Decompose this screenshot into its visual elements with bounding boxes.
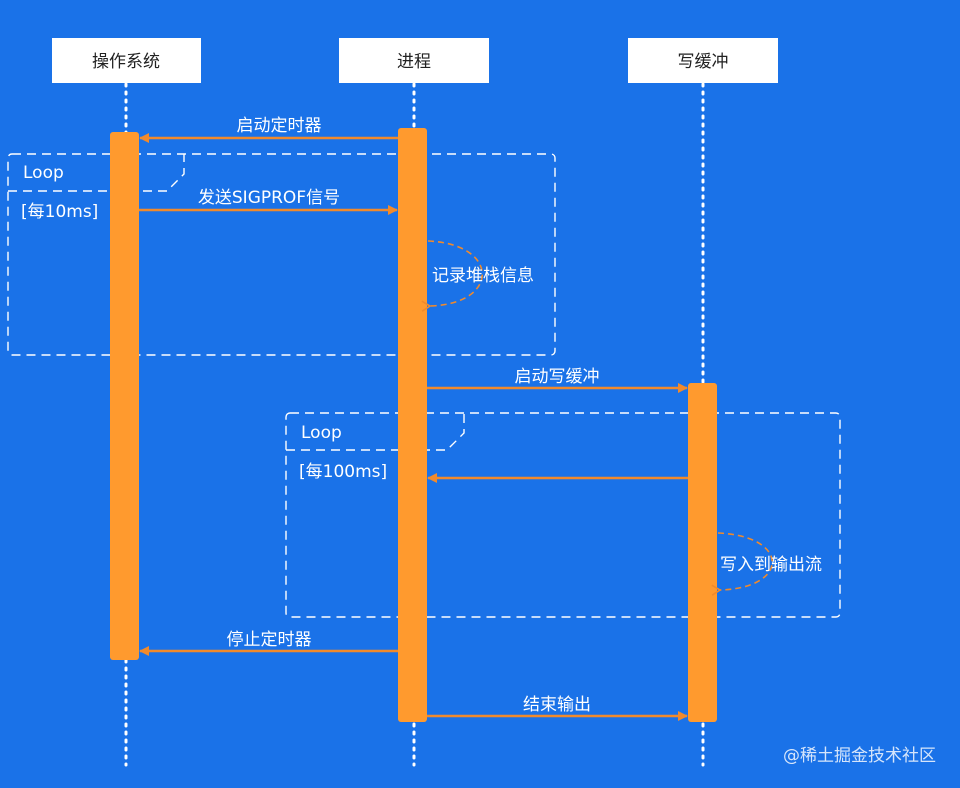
self-message-record-stack: 记录堆栈信息 xyxy=(421,240,534,312)
loop-label-100ms: Loop xyxy=(301,423,342,443)
message-start-write-buffer: 启动写缓冲 xyxy=(427,367,688,393)
participant-write-buffer-label: 写缓冲 xyxy=(678,52,729,72)
message-end-output: 结束输出 xyxy=(427,695,688,721)
loop-condition-100ms: [每100ms] xyxy=(299,462,387,482)
message-stop-timer-label: 停止定时器 xyxy=(227,630,312,650)
message-send-signal: 发送SIGPROF信号 xyxy=(139,188,398,215)
activation-write-buffer xyxy=(688,383,717,722)
message-send-signal-label: 发送SIGPROF信号 xyxy=(198,188,340,208)
loop-label-10ms: Loop xyxy=(23,163,64,183)
self-message-record-stack-label: 记录堆栈信息 xyxy=(432,266,534,286)
watermark-text: @稀土掘金技术社区 xyxy=(783,746,936,766)
participant-process: 进程 xyxy=(339,38,489,83)
message-stop-timer: 停止定时器 xyxy=(139,630,398,656)
participant-os-label: 操作系统 xyxy=(92,52,160,72)
activation-process xyxy=(398,128,427,722)
loop-condition-10ms: [每10ms] xyxy=(21,202,98,222)
self-message-write-output-label: 写入到输出流 xyxy=(720,555,822,575)
loop-frame-100ms: Loop [每100ms] xyxy=(285,412,841,618)
message-start-timer: 启动定时器 xyxy=(139,116,398,143)
message-start-write-buffer-label: 启动写缓冲 xyxy=(515,367,600,387)
participant-write-buffer: 写缓冲 xyxy=(628,38,778,83)
message-start-timer-label: 启动定时器 xyxy=(237,116,322,136)
message-end-output-label: 结束输出 xyxy=(523,695,591,715)
participant-os: 操作系统 xyxy=(52,38,201,83)
participant-process-label: 进程 xyxy=(397,52,431,72)
activation-os xyxy=(110,132,139,660)
self-message-write-output: 写入到输出流 xyxy=(711,532,822,596)
loop-frame-10ms: Loop [每10ms] xyxy=(7,153,556,356)
